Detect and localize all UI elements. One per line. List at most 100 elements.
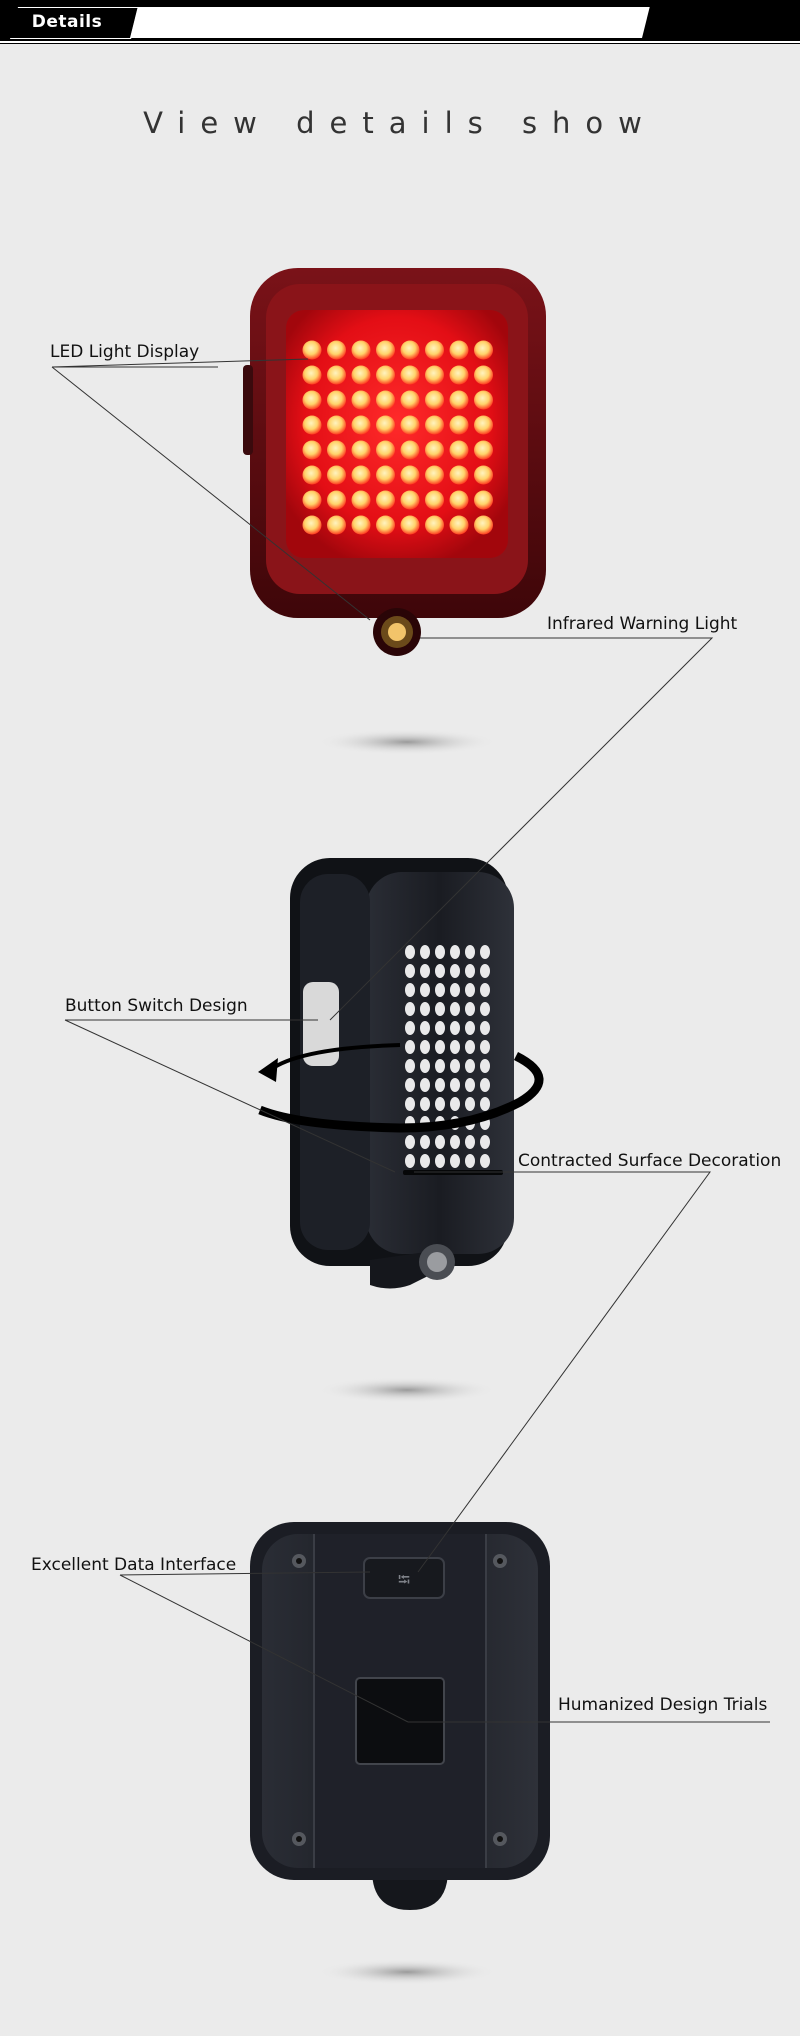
- side-led-dot: [480, 983, 490, 997]
- led-dot: [474, 390, 493, 410]
- side-led-dot: [465, 1154, 475, 1168]
- led-light-grid: [302, 340, 493, 535]
- led-dot: [351, 390, 371, 410]
- led-dot: [449, 515, 469, 535]
- led-dot: [376, 415, 395, 435]
- side-led-dot: [420, 1097, 430, 1111]
- side-led-dot: [465, 1078, 475, 1092]
- side-led-dot: [405, 983, 415, 997]
- led-dot: [400, 465, 420, 485]
- led-dot: [474, 465, 493, 485]
- light-back-view: ⭾: [250, 1522, 550, 1910]
- side-led-dot: [405, 964, 415, 978]
- led-dot: [425, 515, 444, 535]
- side-led-dot: [450, 1021, 460, 1035]
- side-led-dot: [435, 964, 445, 978]
- side-led-dot: [450, 945, 460, 959]
- side-led-dot: [435, 1135, 445, 1149]
- led-dot: [302, 390, 322, 410]
- led-dot: [327, 390, 346, 410]
- side-led-dot: [465, 1135, 475, 1149]
- side-led-dot: [480, 1059, 490, 1073]
- led-dot: [400, 515, 420, 535]
- side-led-dot: [435, 1097, 445, 1111]
- side-led-dot: [480, 945, 490, 959]
- led-dot: [351, 340, 371, 360]
- led-dot: [400, 365, 420, 385]
- led-dot: [302, 515, 322, 535]
- side-led-dot: [405, 1078, 415, 1092]
- side-led-dot: [465, 1059, 475, 1073]
- led-dot: [351, 465, 371, 485]
- side-led-dot: [435, 1021, 445, 1035]
- side-led-dot: [450, 1078, 460, 1092]
- led-dot: [425, 465, 444, 485]
- side-led-dot: [405, 945, 415, 959]
- led-dot: [425, 365, 444, 385]
- led-dot: [376, 465, 395, 485]
- side-led-dot: [420, 964, 430, 978]
- led-dot: [449, 490, 469, 510]
- side-led-dot: [435, 945, 445, 959]
- led-dot: [474, 440, 493, 460]
- side-led-dot: [420, 983, 430, 997]
- side-led-dot: [450, 1154, 460, 1168]
- side-led-dot: [480, 1097, 490, 1111]
- red-light-front-view: [243, 268, 546, 656]
- led-dot: [302, 465, 322, 485]
- side-led-dot: [465, 964, 475, 978]
- side-led-dot: [420, 1059, 430, 1073]
- side-led-dot: [450, 1059, 460, 1073]
- side-led-dot: [405, 1002, 415, 1016]
- led-dot: [327, 365, 346, 385]
- led-dot: [449, 440, 469, 460]
- led-dot: [425, 390, 444, 410]
- side-led-dot: [420, 1021, 430, 1035]
- led-dot: [449, 465, 469, 485]
- led-dot: [474, 515, 493, 535]
- side-led-dot: [465, 1002, 475, 1016]
- callout-lines: [51, 358, 770, 1723]
- side-led-dot: [405, 1040, 415, 1054]
- led-dot: [351, 415, 371, 435]
- led-dot: [449, 340, 469, 360]
- led-dot: [400, 390, 420, 410]
- led-dot: [376, 490, 395, 510]
- led-dot: [376, 440, 395, 460]
- side-led-dot: [420, 1002, 430, 1016]
- led-dot: [474, 490, 493, 510]
- led-dot: [474, 415, 493, 435]
- side-led-dot: [450, 964, 460, 978]
- side-led-dot: [420, 1135, 430, 1149]
- led-dot: [425, 415, 444, 435]
- callout-contracted-surface-decoration: Contracted Surface Decoration: [518, 1151, 782, 1171]
- side-led-dot: [405, 1135, 415, 1149]
- led-dot: [302, 365, 322, 385]
- side-led-dot: [435, 1040, 445, 1054]
- led-dot: [327, 490, 346, 510]
- led-dot: [400, 340, 420, 360]
- callout-humanized-design-trials: Humanized Design Trials: [558, 1695, 768, 1715]
- side-led-dot: [450, 1040, 460, 1054]
- led-dot: [376, 365, 395, 385]
- usb-icon: ⭾: [398, 1570, 410, 1589]
- side-led-dot: [465, 983, 475, 997]
- led-dot: [474, 365, 493, 385]
- led-dot: [302, 340, 322, 360]
- side-led-dot: [480, 1078, 490, 1092]
- side-led-dot: [405, 1097, 415, 1111]
- side-led-dot: [405, 1021, 415, 1035]
- side-led-dot: [420, 945, 430, 959]
- side-led-dot: [435, 983, 445, 997]
- side-led-dot: [450, 1135, 460, 1149]
- led-dot: [376, 515, 395, 535]
- page-title: View details show: [143, 106, 657, 140]
- side-led-dot: [435, 1154, 445, 1168]
- led-dot: [351, 440, 371, 460]
- side-led-dot: [450, 1097, 460, 1111]
- side-led-dot: [465, 1097, 475, 1111]
- light-side-view: [258, 858, 544, 1289]
- header-divider: [0, 41, 800, 43]
- side-led-dot: [450, 1002, 460, 1016]
